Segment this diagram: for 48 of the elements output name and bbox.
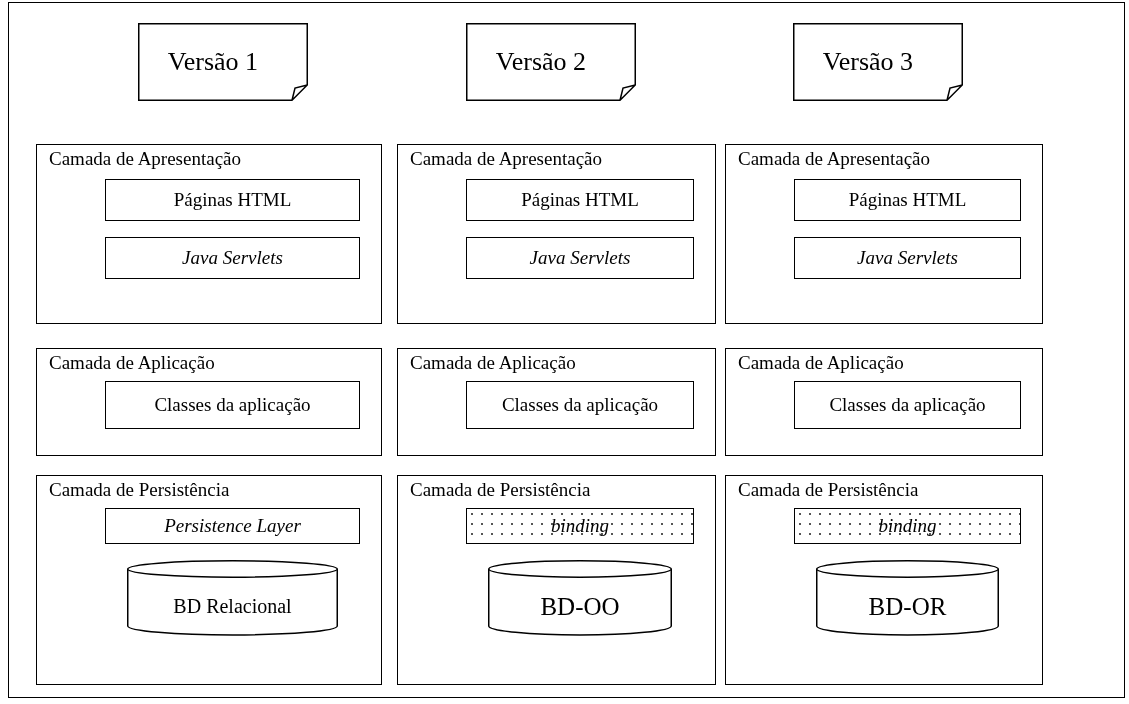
- component-label: Java Servlets: [529, 247, 631, 269]
- layer-panel: [725, 144, 1043, 324]
- component-box: [105, 237, 360, 279]
- layer-panel: [725, 475, 1043, 685]
- layer-panel: [397, 144, 716, 324]
- version-label: Versão 3: [822, 47, 914, 77]
- layer-panel: [397, 348, 716, 456]
- component-label: Classes da aplicação: [829, 394, 986, 416]
- layer-title: Camada de Aplicação: [410, 352, 576, 374]
- component-label: binding: [878, 515, 937, 537]
- component-box: [466, 381, 694, 429]
- layer-title: Camada de Persistência: [738, 479, 919, 501]
- layer-panel: [725, 348, 1043, 456]
- component-label: Java Servlets: [182, 247, 283, 269]
- component-label: Classes da aplicação: [154, 394, 311, 416]
- component-label: Páginas HTML: [173, 189, 292, 211]
- layer-panel: [36, 144, 382, 324]
- component-box: [466, 237, 694, 279]
- component-label: Páginas HTML: [848, 189, 967, 211]
- component-box: [466, 179, 694, 221]
- database-label: BD-OO: [540, 592, 620, 621]
- layer-title: Camada de Persistência: [49, 479, 230, 501]
- component-box: [105, 179, 360, 221]
- layer-panel: [397, 475, 716, 685]
- layer-panel: [36, 348, 382, 456]
- component-label: Páginas HTML: [521, 189, 639, 211]
- component-box: [466, 508, 694, 544]
- component-box: [794, 381, 1021, 429]
- component-label: Persistence Layer: [164, 515, 301, 537]
- layer-title: Camada de Aplicação: [738, 352, 904, 374]
- layer-title: Camada de Apresentação: [410, 148, 603, 170]
- version-label: Versão 2: [495, 47, 587, 77]
- component-box: [105, 381, 360, 429]
- component-label: binding: [550, 515, 610, 537]
- layer-title: Camada de Apresentação: [49, 148, 242, 170]
- layer-title: Camada de Persistência: [410, 479, 591, 501]
- component-box: [794, 179, 1021, 221]
- component-box: [794, 237, 1021, 279]
- component-label: Java Servlets: [857, 247, 958, 269]
- database-label: BD-OR: [868, 592, 947, 621]
- layer-title: Camada de Apresentação: [738, 148, 931, 170]
- component-label: Classes da aplicação: [501, 394, 659, 416]
- layer-panel: [36, 475, 382, 685]
- component-box: [794, 508, 1021, 544]
- component-box: [105, 508, 360, 544]
- version-label: Versão 1: [167, 47, 259, 77]
- database-label: BD Relacional: [173, 595, 292, 618]
- layer-title: Camada de Aplicação: [49, 352, 215, 374]
